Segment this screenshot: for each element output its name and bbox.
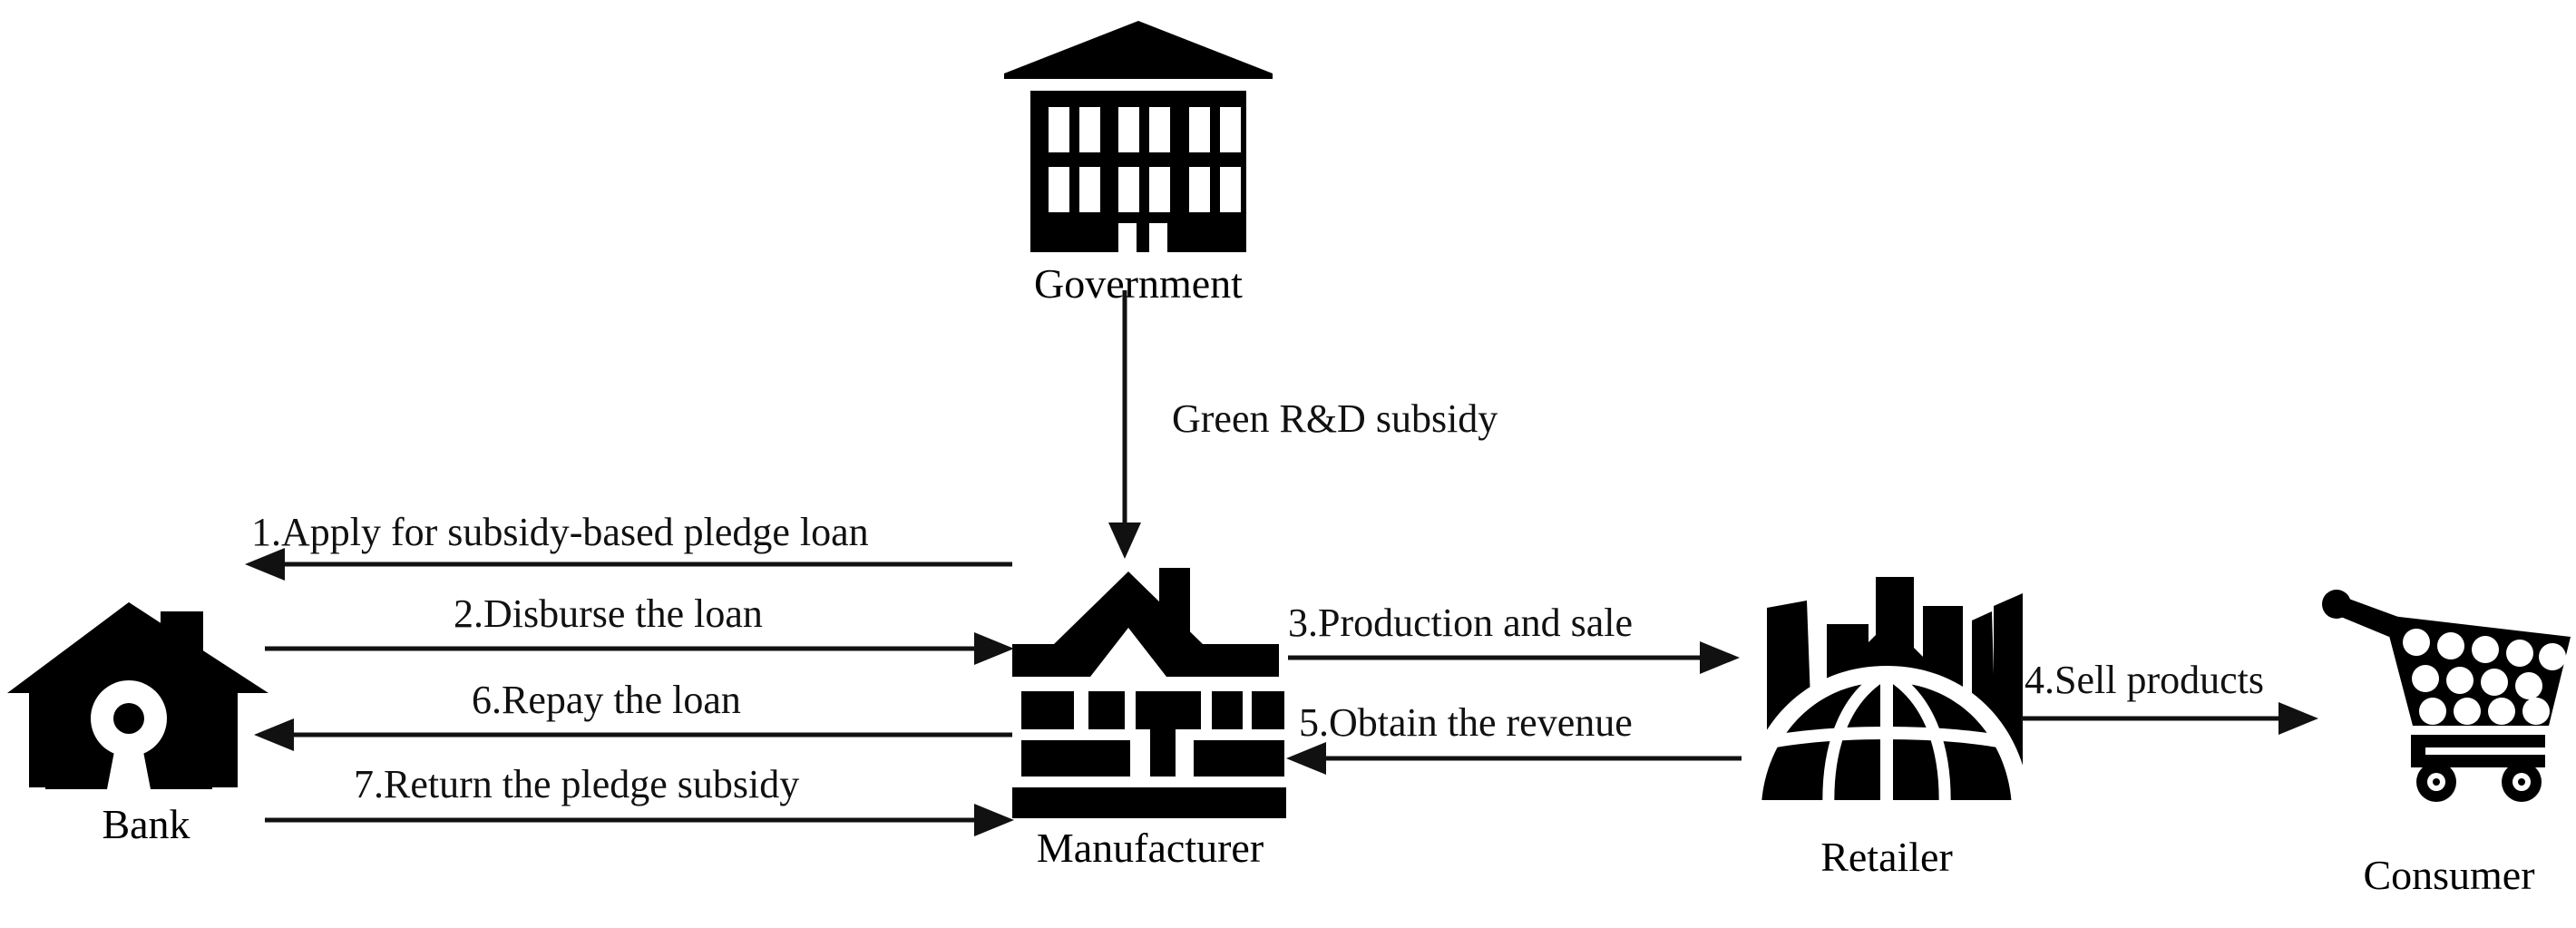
flow-arrow-7-return: [265, 802, 1016, 838]
factory-house-icon: [1012, 568, 1286, 818]
node-label-government: Government: [1034, 260, 1243, 307]
flow-arrow-6-repay: [252, 717, 1012, 753]
node-label-consumer: Consumer: [2363, 852, 2535, 898]
flow-label-green-rd-subsidy: Green R&D subsidy: [1172, 396, 1498, 441]
node-label-manufacturer: Manufacturer: [1036, 825, 1264, 871]
bank-house-key-icon: [7, 602, 268, 789]
flow-label-1-apply: 1.Apply for subsidy-based pledge loan: [251, 510, 869, 554]
flow-arrow-4-sell: [2021, 700, 2320, 737]
flow-arrow-5-revenue: [1284, 740, 1742, 777]
shopping-cart-icon: [2322, 590, 2571, 802]
flow-label-3-production: 3.Production and sale: [1288, 601, 1634, 645]
flow-arrow-2-disburse: [265, 630, 1016, 667]
government-building-icon: [1004, 21, 1273, 254]
flow-label-4-sell: 4.Sell products: [2025, 658, 2264, 702]
flow-label-6-repay: 6.Repay the loan: [472, 678, 741, 722]
flow-label-2-disburse: 2.Disburse the loan: [454, 591, 763, 636]
city-globe-icon: [1743, 577, 2030, 806]
flow-label-7-return: 7.Return the pledge subsidy: [354, 762, 800, 806]
flow-arrow-3-production: [1288, 640, 1742, 676]
flow-arrow-green-rd-subsidy: [1105, 290, 1145, 562]
flow-label-5-revenue: 5.Obtain the revenue: [1299, 700, 1633, 745]
flow-arrow-1-apply: [243, 546, 1012, 582]
node-label-retailer: Retailer: [1820, 834, 1953, 880]
node-label-bank: Bank: [102, 801, 190, 847]
